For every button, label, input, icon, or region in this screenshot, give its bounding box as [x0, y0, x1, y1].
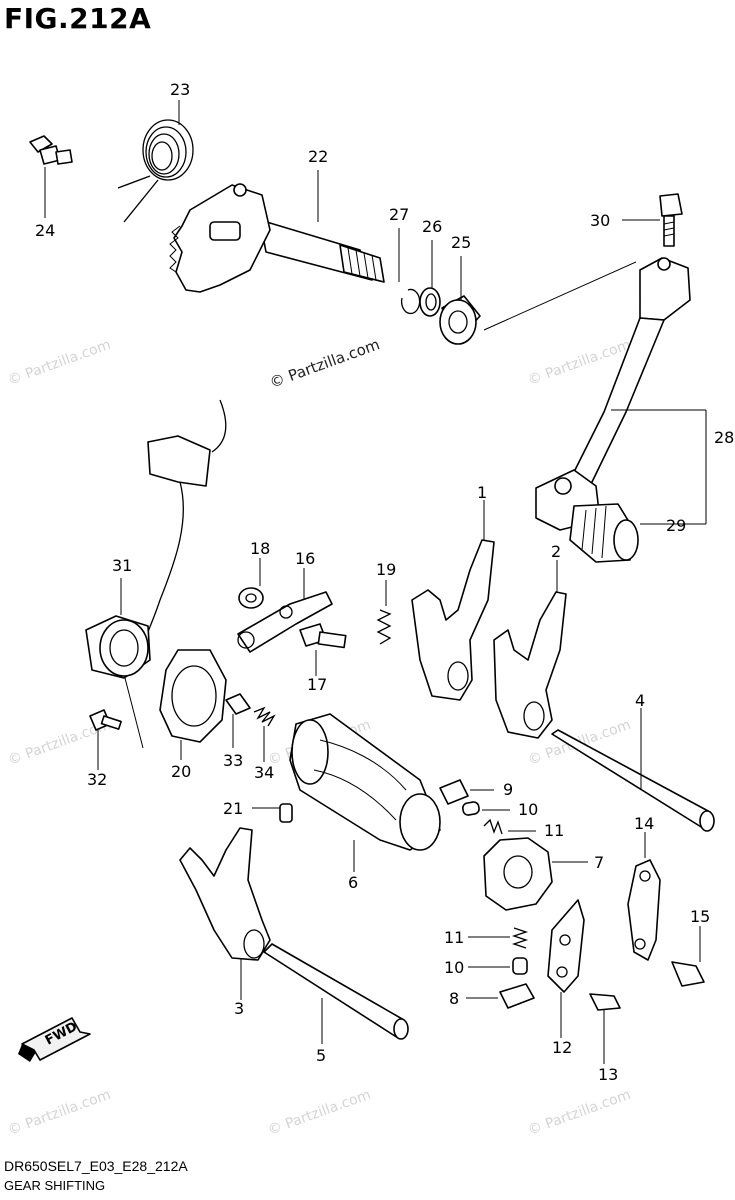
- part-10-pin: [461, 801, 510, 816]
- watermark-text: © Partzilla.com: [526, 1087, 633, 1139]
- callout-30: 30: [590, 211, 610, 230]
- callout-23: 23: [170, 80, 190, 99]
- part-10-pin-lower: [468, 957, 528, 975]
- part-6-shift-drum: [289, 713, 441, 872]
- watermark-text: © Partzilla.com: [266, 1087, 373, 1139]
- callout-1: 1: [477, 483, 487, 502]
- part-27-circlip: [398, 228, 421, 315]
- part-22-shift-shaft: [169, 170, 385, 293]
- callout-19: 19: [376, 560, 396, 579]
- callout-10: 10: [518, 800, 538, 819]
- figure-code: DR650SEL7_E03_E28_212A: [4, 1158, 188, 1174]
- callout-28: 28: [714, 428, 734, 447]
- callout-29: 29: [666, 516, 686, 535]
- callout-4: 4: [635, 691, 645, 710]
- callout-17: 17: [307, 675, 327, 694]
- part-30-bolt: [622, 193, 683, 247]
- figure-title: FIG.212A: [4, 2, 152, 35]
- part-12-guide-plate: [547, 899, 585, 1038]
- part-5-fork-shaft: [263, 943, 409, 1044]
- callout-34: 34: [254, 763, 274, 782]
- part-19-spring: [376, 580, 392, 645]
- part-21-pin: [252, 803, 293, 823]
- callout-6: 6: [348, 873, 358, 892]
- part-29-footpeg-rubber: [569, 503, 639, 563]
- callout-2: 2: [551, 542, 561, 561]
- part-4-fork-shaft: [551, 708, 715, 832]
- callout-7: 7: [594, 853, 604, 872]
- callout-18: 18: [250, 539, 270, 558]
- part-9-pawl: [439, 779, 494, 805]
- callout-15: 15: [690, 907, 710, 926]
- callout-14: 14: [634, 814, 654, 833]
- part-18-washer: [238, 558, 264, 609]
- callout-33: 33: [223, 751, 243, 770]
- figure-name: GEAR SHIFTING: [4, 1178, 106, 1193]
- callout-27: 27: [389, 205, 409, 224]
- part-7-pawl-holder: [483, 837, 588, 911]
- part-28-shift-lever: [535, 257, 707, 531]
- watermark-text: © Partzilla.com: [6, 337, 113, 389]
- callout-20: 20: [171, 762, 191, 781]
- part-32-screw: [89, 709, 122, 770]
- part-11-spring-lower: [468, 927, 529, 949]
- callout-26: 26: [422, 217, 442, 236]
- part-24-bolt: [29, 135, 73, 218]
- callout-16: 16: [295, 549, 315, 568]
- part-15-screw: [671, 926, 705, 987]
- callout-24: 24: [35, 221, 55, 240]
- part-26-washer: [419, 240, 441, 317]
- callout-21: 21: [223, 799, 243, 818]
- part-14-retainer: [627, 832, 661, 961]
- part-13-screw: [589, 993, 621, 1064]
- part-31-position-switch: [85, 399, 227, 749]
- part-17-bolt: [299, 623, 347, 676]
- part-33-pin: [225, 693, 251, 748]
- callout-10: 10: [444, 958, 464, 977]
- part-23-spring: [117, 100, 194, 223]
- callout-25: 25: [451, 233, 471, 252]
- part-34-spring: [253, 706, 276, 762]
- part-2-shift-fork: [493, 560, 567, 739]
- part-11-spring: [483, 818, 536, 835]
- part-1-shift-fork: [411, 500, 495, 701]
- callout-3: 3: [234, 999, 244, 1018]
- callout-11: 11: [444, 928, 464, 947]
- watermark-center-text: © Partzilla.com: [267, 335, 382, 392]
- callout-11: 11: [544, 821, 564, 840]
- callout-8: 8: [449, 989, 459, 1008]
- fwd-direction-arrow-icon: FWD: [18, 1017, 91, 1062]
- callout-13: 13: [598, 1065, 618, 1084]
- part-16-stopper-arm: [237, 568, 333, 653]
- callout-12: 12: [552, 1038, 572, 1057]
- callout-5: 5: [316, 1046, 326, 1065]
- callout-labels: 1 2 3 4 5 6 7 8 9 10 11 11 10 12 13 14 1…: [35, 80, 734, 1084]
- part-25-bearing: [439, 256, 637, 345]
- part-8-pawl-lower: [466, 983, 535, 1009]
- watermark-text: © Partzilla.com: [6, 1087, 113, 1139]
- callout-31: 31: [112, 556, 132, 575]
- callout-22: 22: [308, 147, 328, 166]
- callout-32: 32: [87, 770, 107, 789]
- part-20-cam-plate: [159, 649, 227, 760]
- callout-9: 9: [503, 780, 513, 799]
- part-3-shift-fork: [179, 827, 271, 1000]
